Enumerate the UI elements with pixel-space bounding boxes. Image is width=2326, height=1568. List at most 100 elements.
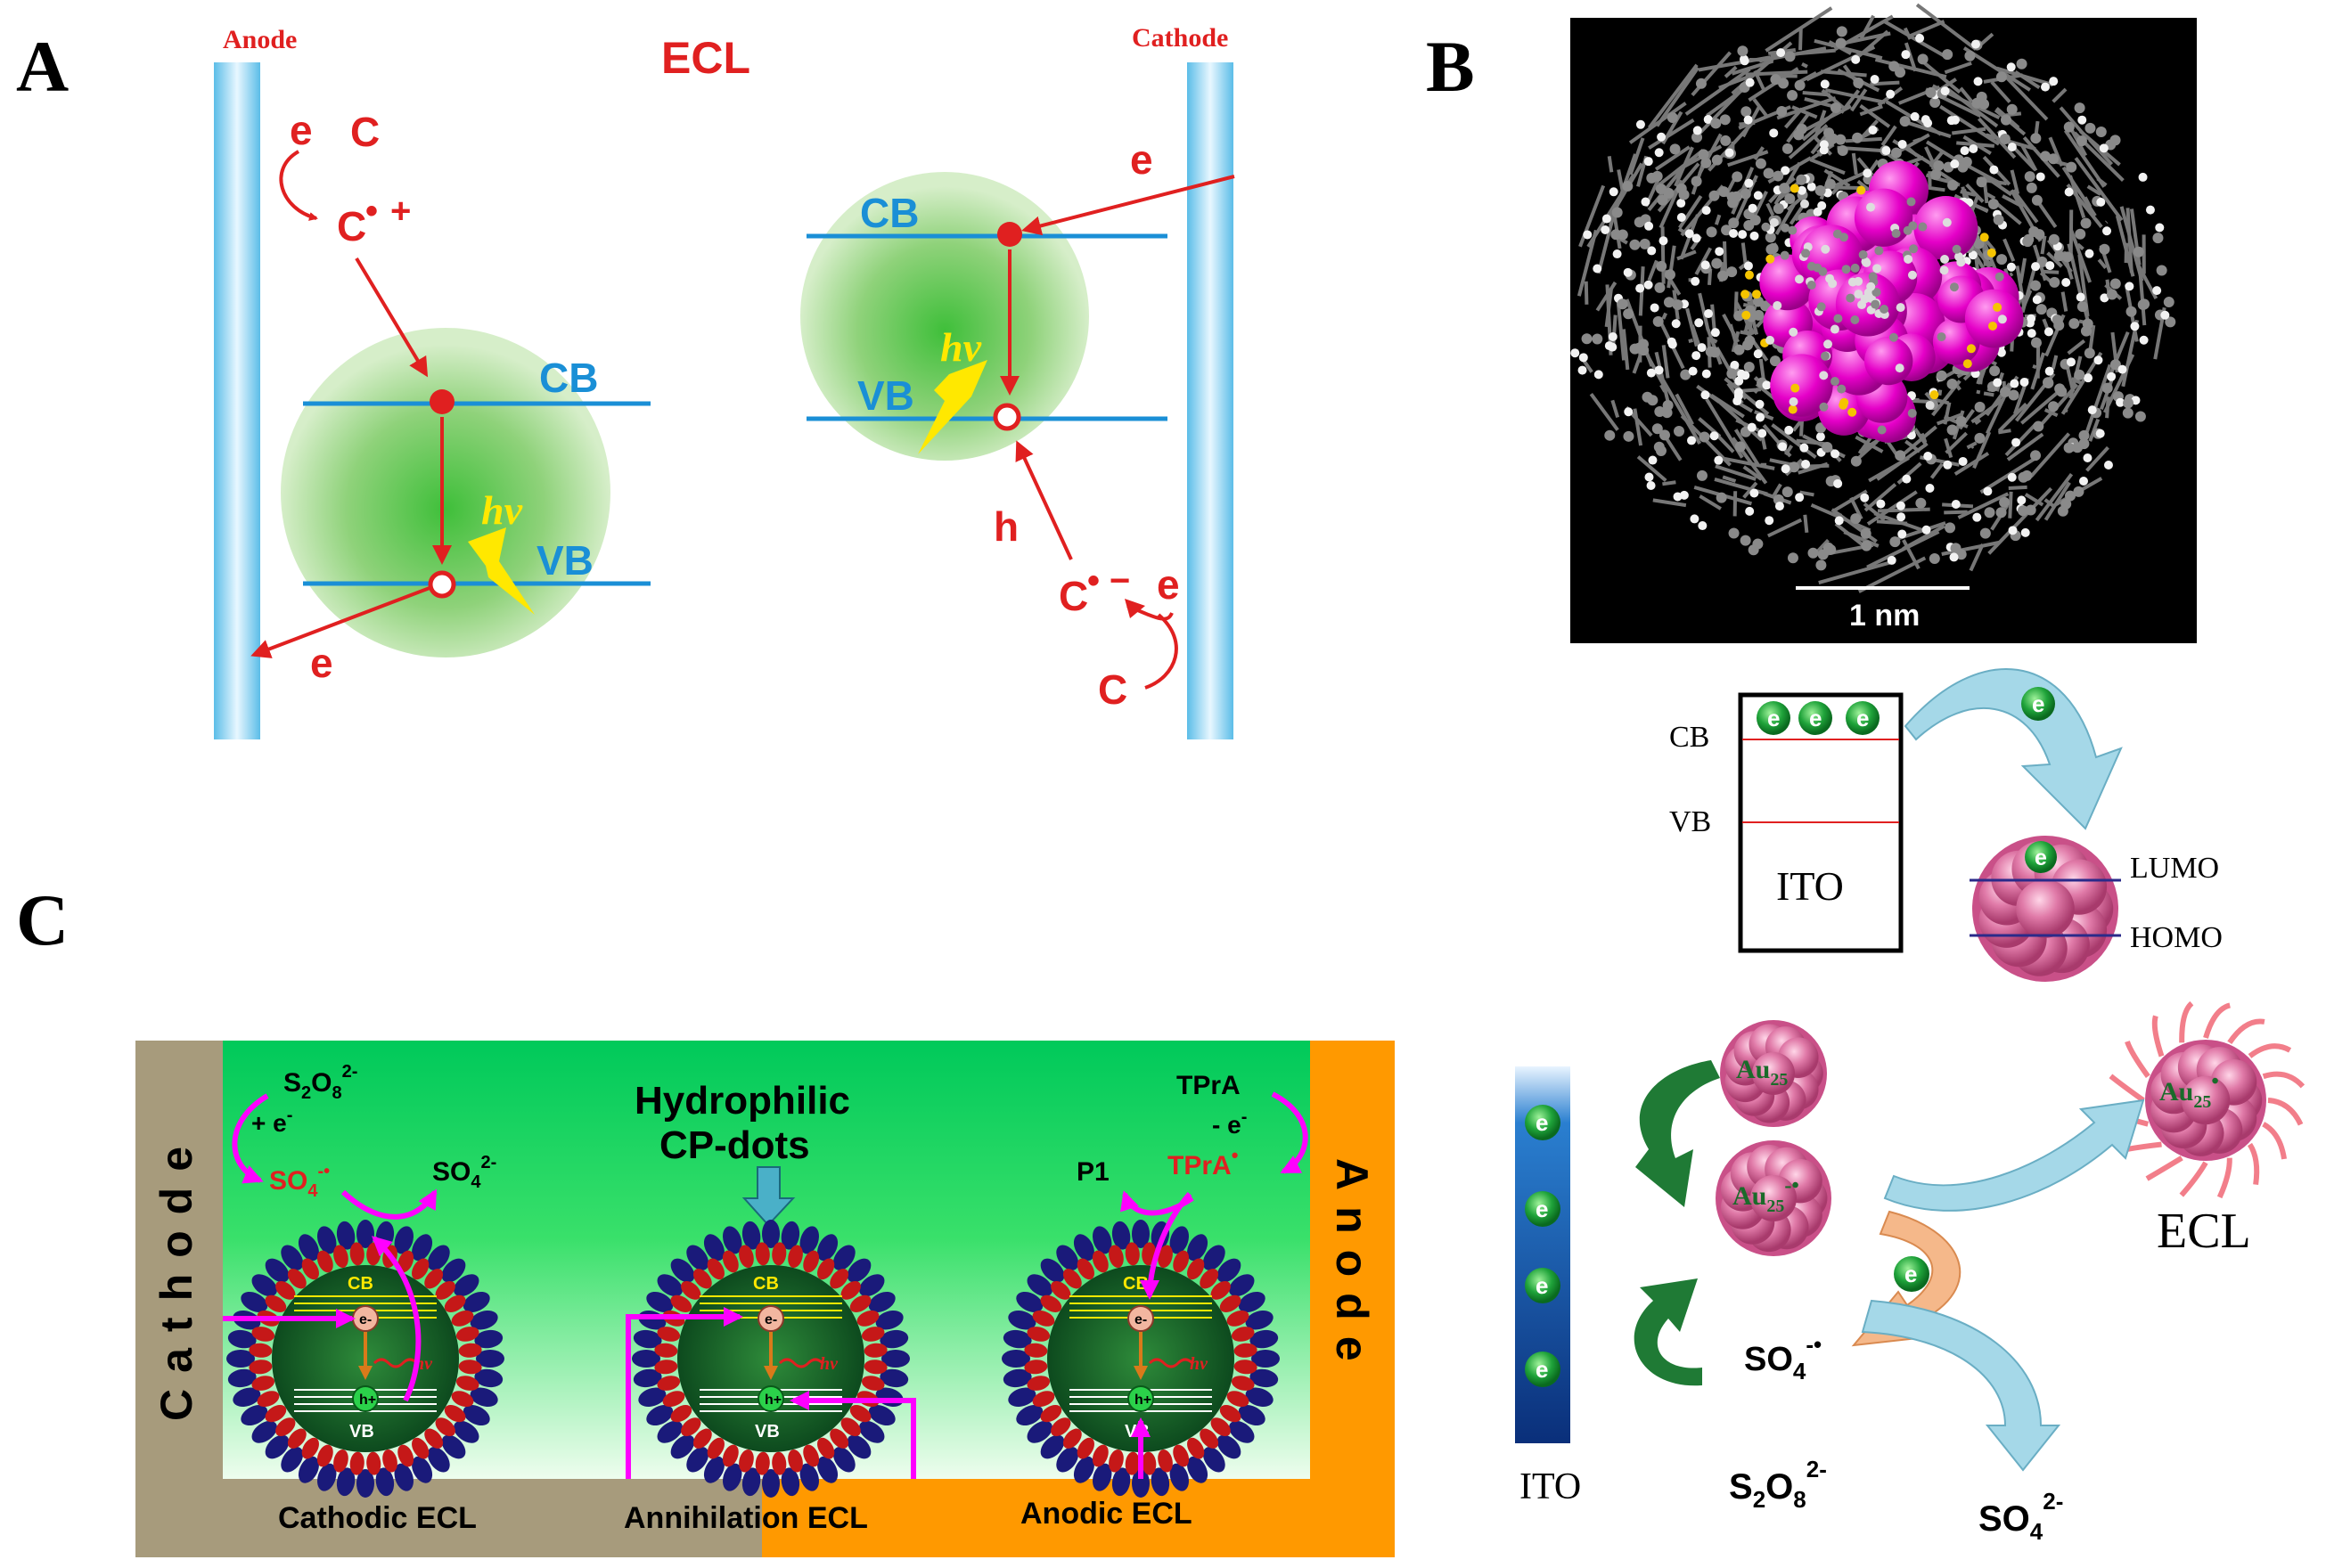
au25-anion-label: Au25-• xyxy=(1732,1174,1799,1216)
c-anion-dot: • xyxy=(1087,561,1100,600)
sulfate-radical-label-c: SO4-• xyxy=(269,1162,330,1201)
panel-b-letter: B xyxy=(1426,26,1475,107)
hole-injection-arrow-right xyxy=(1015,440,1073,560)
electron-icon: e xyxy=(1525,1352,1560,1387)
hole-label: h+ xyxy=(1134,1392,1151,1408)
persulfate-label-c: S2O82- xyxy=(283,1062,357,1103)
electron-icon: e xyxy=(1525,1105,1560,1140)
au25-cluster-anion xyxy=(1716,1140,1831,1256)
svg-text:e: e xyxy=(1536,1196,1548,1222)
sulfate-label-c: SO42- xyxy=(432,1153,496,1192)
ito-electrode-label: ITO xyxy=(1519,1466,1581,1507)
anodic-ecl-footer xyxy=(762,1479,1310,1557)
cp-dots-title-line1: Hydrophilic xyxy=(635,1079,850,1123)
electron-dot-left xyxy=(430,389,455,414)
svg-text:e: e xyxy=(1767,705,1780,731)
sulfate-radical-label-b: SO4-• xyxy=(1744,1331,1822,1384)
anode-bar xyxy=(1310,1041,1395,1557)
scale-bar-label: 1 nm xyxy=(1849,599,1920,633)
hv-label: hv xyxy=(820,1354,839,1374)
vb-label-left: VB xyxy=(536,537,594,584)
au25-neutral-label: Au25 xyxy=(1736,1055,1788,1090)
c-radical-dot: • xyxy=(365,192,378,231)
down-arrow-icon xyxy=(741,1166,796,1227)
vb-label: VB xyxy=(349,1422,374,1441)
sulfate-formation-arrow xyxy=(1861,1299,2061,1472)
svg-text:e: e xyxy=(1856,705,1869,731)
photon-bolt-left xyxy=(468,527,535,615)
quantum-dot-left xyxy=(281,328,610,657)
persulfate-label-b: S2O82- xyxy=(1729,1456,1827,1513)
electron-icon: e xyxy=(2025,841,2057,873)
hv-label-right: hv xyxy=(940,324,982,370)
vb-label-right: VB xyxy=(857,372,914,419)
ito-band-box xyxy=(1738,692,1904,953)
tpra-oxidation-curve xyxy=(1271,1091,1308,1174)
electron-to-anode-arrow xyxy=(250,586,430,658)
plus-electron-label: + e- xyxy=(251,1106,292,1137)
electron-transfer-curve-left xyxy=(279,150,318,221)
tpra-label: TPrA xyxy=(1176,1071,1241,1100)
electron-icon: e xyxy=(1757,701,1790,735)
au25-cluster-lumo xyxy=(1972,836,2118,982)
anode-label: Anode xyxy=(223,25,297,54)
au25-excited-cluster xyxy=(2108,1000,2306,1199)
homo-label: HOMO xyxy=(2130,921,2223,954)
photon-bolt-right xyxy=(918,360,987,454)
svg-text:e: e xyxy=(1536,1109,1548,1136)
hole-injection-arrow-left xyxy=(355,257,429,378)
cb-label: CB xyxy=(753,1274,779,1294)
ito-vb-label: VB xyxy=(1669,805,1711,838)
svg-text:e: e xyxy=(1536,1356,1548,1383)
panel-a: A ECL Anode Cathode CB VB hv e C C • + e… xyxy=(16,23,1235,739)
tpra-radical-label: TPrA• xyxy=(1167,1144,1238,1180)
electron-icon: e xyxy=(1846,701,1880,735)
svg-text:e: e xyxy=(1809,705,1822,731)
ecl-label-b: ECL xyxy=(2157,1204,2251,1259)
hole-label: h+ xyxy=(765,1392,782,1408)
electron-injection-arrow-right xyxy=(1021,175,1235,236)
electron-icon: e xyxy=(2021,687,2055,721)
electron-transfer-curve-right xyxy=(1126,604,1178,690)
au25-cluster-neutral xyxy=(1720,1020,1827,1127)
e-label-top-left: e xyxy=(290,107,313,153)
anode-electrode xyxy=(214,62,260,739)
sulfate-label-b: SO42- xyxy=(1978,1488,2063,1545)
curve-arrowhead-right xyxy=(1125,599,1145,618)
au-core xyxy=(1740,160,2024,443)
ito-box-label: ITO xyxy=(1776,863,1844,909)
electron-icon: e xyxy=(1798,701,1832,735)
reduction-arrow-top xyxy=(1635,1060,1720,1207)
cathode-label-c: Cathode xyxy=(152,1131,201,1421)
electron-dot-right xyxy=(997,222,1022,247)
c-radical-anion: C xyxy=(1059,573,1088,619)
minus-electron-label: - e- xyxy=(1212,1107,1247,1139)
c-label-top-left: C xyxy=(350,109,380,155)
c-anion-minus: − xyxy=(1110,561,1130,600)
vb-label: VB xyxy=(1125,1422,1150,1441)
cathode-label: Cathode xyxy=(1132,23,1228,53)
svg-text:e: e xyxy=(1536,1272,1548,1299)
sulfate-radical-curve xyxy=(340,1188,438,1220)
panel-b: B 1 nm CB VB ITO e e e e xyxy=(1426,3,2306,1545)
hole-dot-left xyxy=(428,570,456,599)
electron-label: e- xyxy=(765,1312,777,1327)
c-label-bottom-right: C xyxy=(1098,666,1127,713)
panel-a-title: ECL xyxy=(661,33,750,83)
cathode-electrode xyxy=(1187,62,1233,739)
ligand-shell xyxy=(1570,3,2176,593)
svg-text:e: e xyxy=(2032,690,2044,717)
svg-text:e: e xyxy=(1904,1261,1917,1287)
electron-icon: e xyxy=(1525,1191,1560,1227)
cathodic-hole-path xyxy=(372,1236,422,1402)
hv-label-left: hv xyxy=(481,487,523,533)
annihilation-hole-path xyxy=(790,1391,916,1479)
panel-c-letter: C xyxy=(16,879,69,960)
hv-label: hv xyxy=(1190,1354,1208,1374)
cb-label-right: CB xyxy=(860,190,919,236)
electron-transfer-arrow-ito-to-cluster xyxy=(1904,668,2123,830)
h-label-right: h xyxy=(994,503,1019,550)
